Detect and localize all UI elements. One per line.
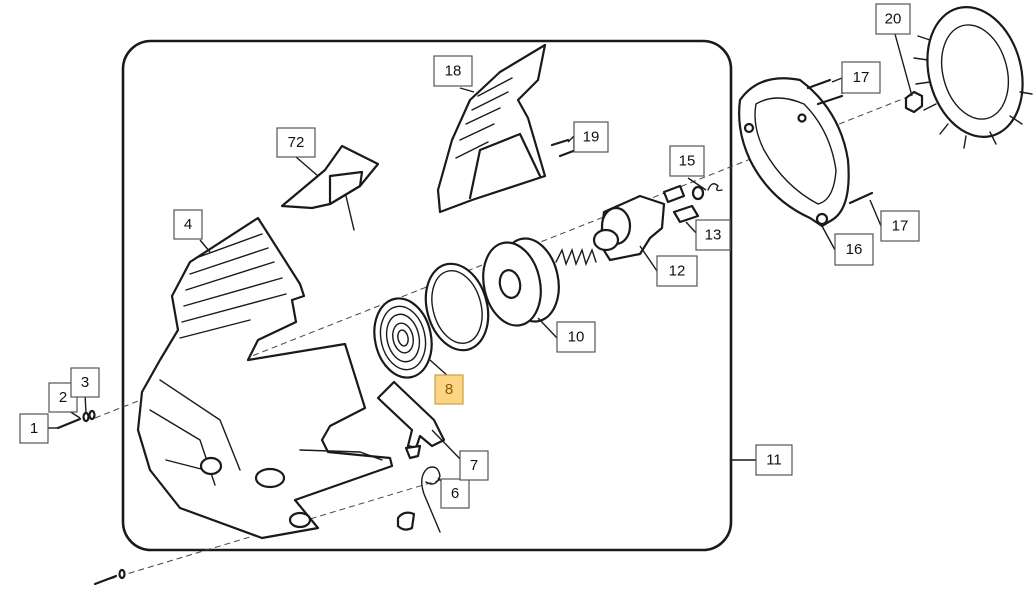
bolt-1 [56, 409, 96, 430]
nut-20 [904, 90, 924, 114]
pawl-13 [672, 204, 700, 224]
callout-1: 1 [19, 413, 49, 444]
callout-text: 18 [445, 63, 462, 80]
callout-4: 4 [173, 209, 203, 240]
callout-15: 15 [669, 145, 705, 177]
callout-13: 13 [695, 219, 731, 251]
callout-text: 3 [81, 374, 89, 391]
callout-18: 18 [433, 55, 473, 87]
callout-text: 13 [705, 227, 722, 244]
pawl-upper [662, 184, 705, 204]
callout-text: 20 [885, 11, 902, 28]
callout-12: 12 [656, 255, 698, 287]
callout-text: 8 [445, 381, 453, 398]
callout-7: 7 [459, 450, 489, 481]
assembly-frame [121, 39, 733, 552]
callout-3: 3 [70, 367, 100, 398]
bracket-part [280, 144, 380, 231]
callout-10: 10 [556, 321, 596, 353]
callout-text: 17 [853, 69, 870, 86]
callout-17-top: 17 [841, 61, 881, 94]
callout-text: 12 [669, 263, 686, 280]
starter-hub [592, 194, 666, 262]
callout-20: 20 [875, 3, 911, 35]
callout-text: 15 [679, 153, 696, 170]
air-shroud [436, 43, 547, 214]
callout-text: 7 [470, 457, 478, 474]
callout-72: 72 [276, 127, 316, 158]
leader-lines [48, 33, 913, 495]
starter-handle [376, 380, 446, 460]
rope-pulley [482, 237, 560, 327]
callout-text: 10 [568, 329, 585, 346]
bolt-lower [93, 568, 126, 586]
flywheel [913, 6, 1033, 149]
callout-text: 11 [766, 452, 782, 469]
spring-clip-15 [707, 183, 723, 192]
rope-spring [396, 466, 441, 533]
callout-text: 4 [184, 216, 192, 233]
callout-text: 16 [846, 241, 863, 258]
spring-ring [424, 262, 490, 352]
fan-shroud-plate [738, 77, 850, 228]
axis-line-lower [99, 479, 441, 583]
screw-17-right [848, 191, 874, 205]
callout-16: 16 [834, 233, 874, 266]
recoil-spring [373, 297, 433, 379]
callout-text: 17 [892, 218, 909, 235]
callout-11: 11 [755, 444, 793, 476]
housing-boss [199, 456, 223, 476]
callout-17-right: 17 [880, 210, 920, 242]
screws-17-top [806, 78, 844, 106]
callout-text: 1 [30, 420, 38, 437]
callout-text: 19 [583, 129, 600, 146]
pin-19 [550, 138, 578, 158]
starter-housing [136, 216, 394, 540]
callout-text: 72 [288, 134, 305, 151]
small-coil-spring [555, 247, 597, 267]
callout-19: 19 [573, 121, 609, 153]
callout-8-highlighted: 8 [434, 374, 464, 405]
callout-text: 6 [451, 485, 459, 502]
callout-text: 2 [59, 389, 67, 406]
callout-6: 6 [440, 478, 470, 509]
